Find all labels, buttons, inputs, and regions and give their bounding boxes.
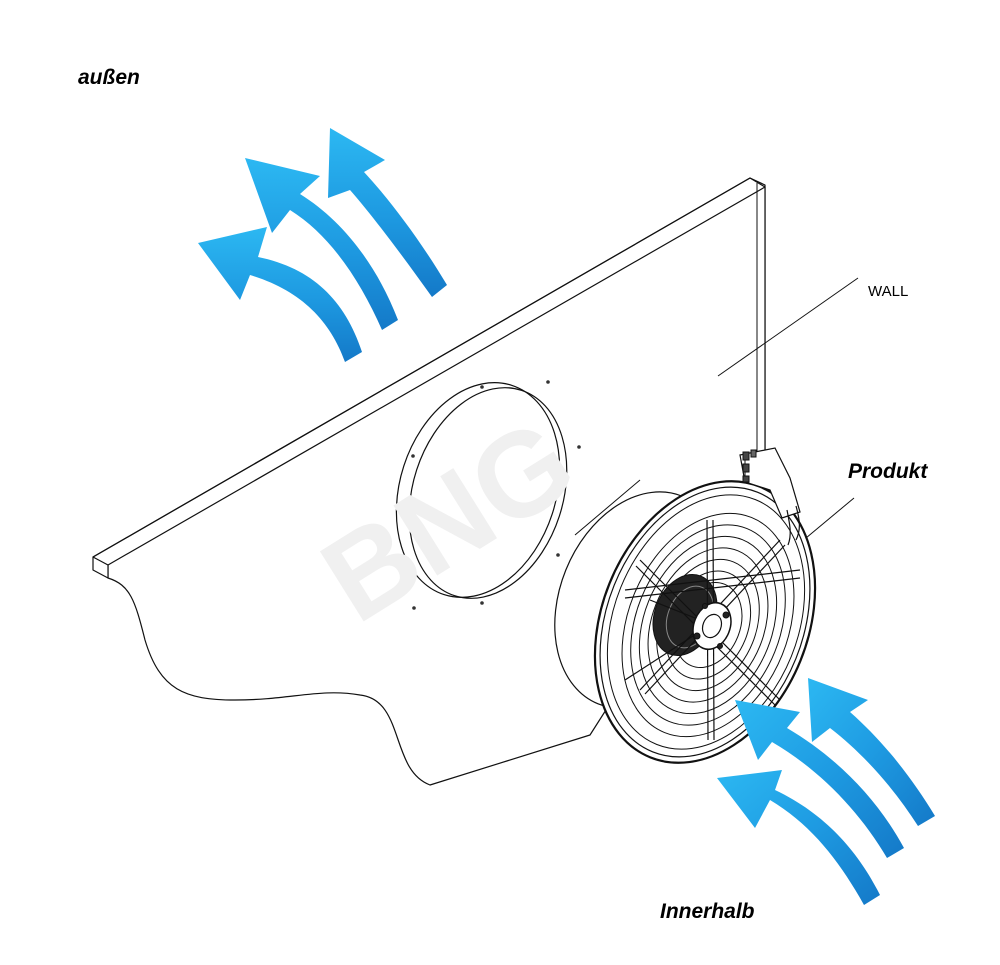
inflow-arrow-front xyxy=(717,770,880,905)
product-leader-line xyxy=(805,497,855,539)
outflow-arrow-right xyxy=(328,128,447,297)
outflow-arrows xyxy=(198,128,447,362)
leader-lines xyxy=(717,277,859,539)
inflow-arrow-middle xyxy=(735,700,904,858)
inside-label: Innerhalb xyxy=(660,900,755,923)
wall-leader-line xyxy=(717,277,859,377)
outflow-arrow-left xyxy=(198,227,362,362)
wall-label: WALL xyxy=(868,283,909,300)
inflow-arrows xyxy=(717,678,935,905)
fan-hub xyxy=(692,601,732,651)
terminal-box xyxy=(739,447,801,546)
mounting-holes xyxy=(411,380,581,610)
outside-label: außen xyxy=(78,66,140,89)
product-label: Produkt xyxy=(848,460,928,483)
wall-opening xyxy=(395,382,568,599)
outflow-arrow-middle xyxy=(245,158,398,330)
axial-fan xyxy=(554,447,817,764)
inflow-arrow-back xyxy=(808,678,935,826)
